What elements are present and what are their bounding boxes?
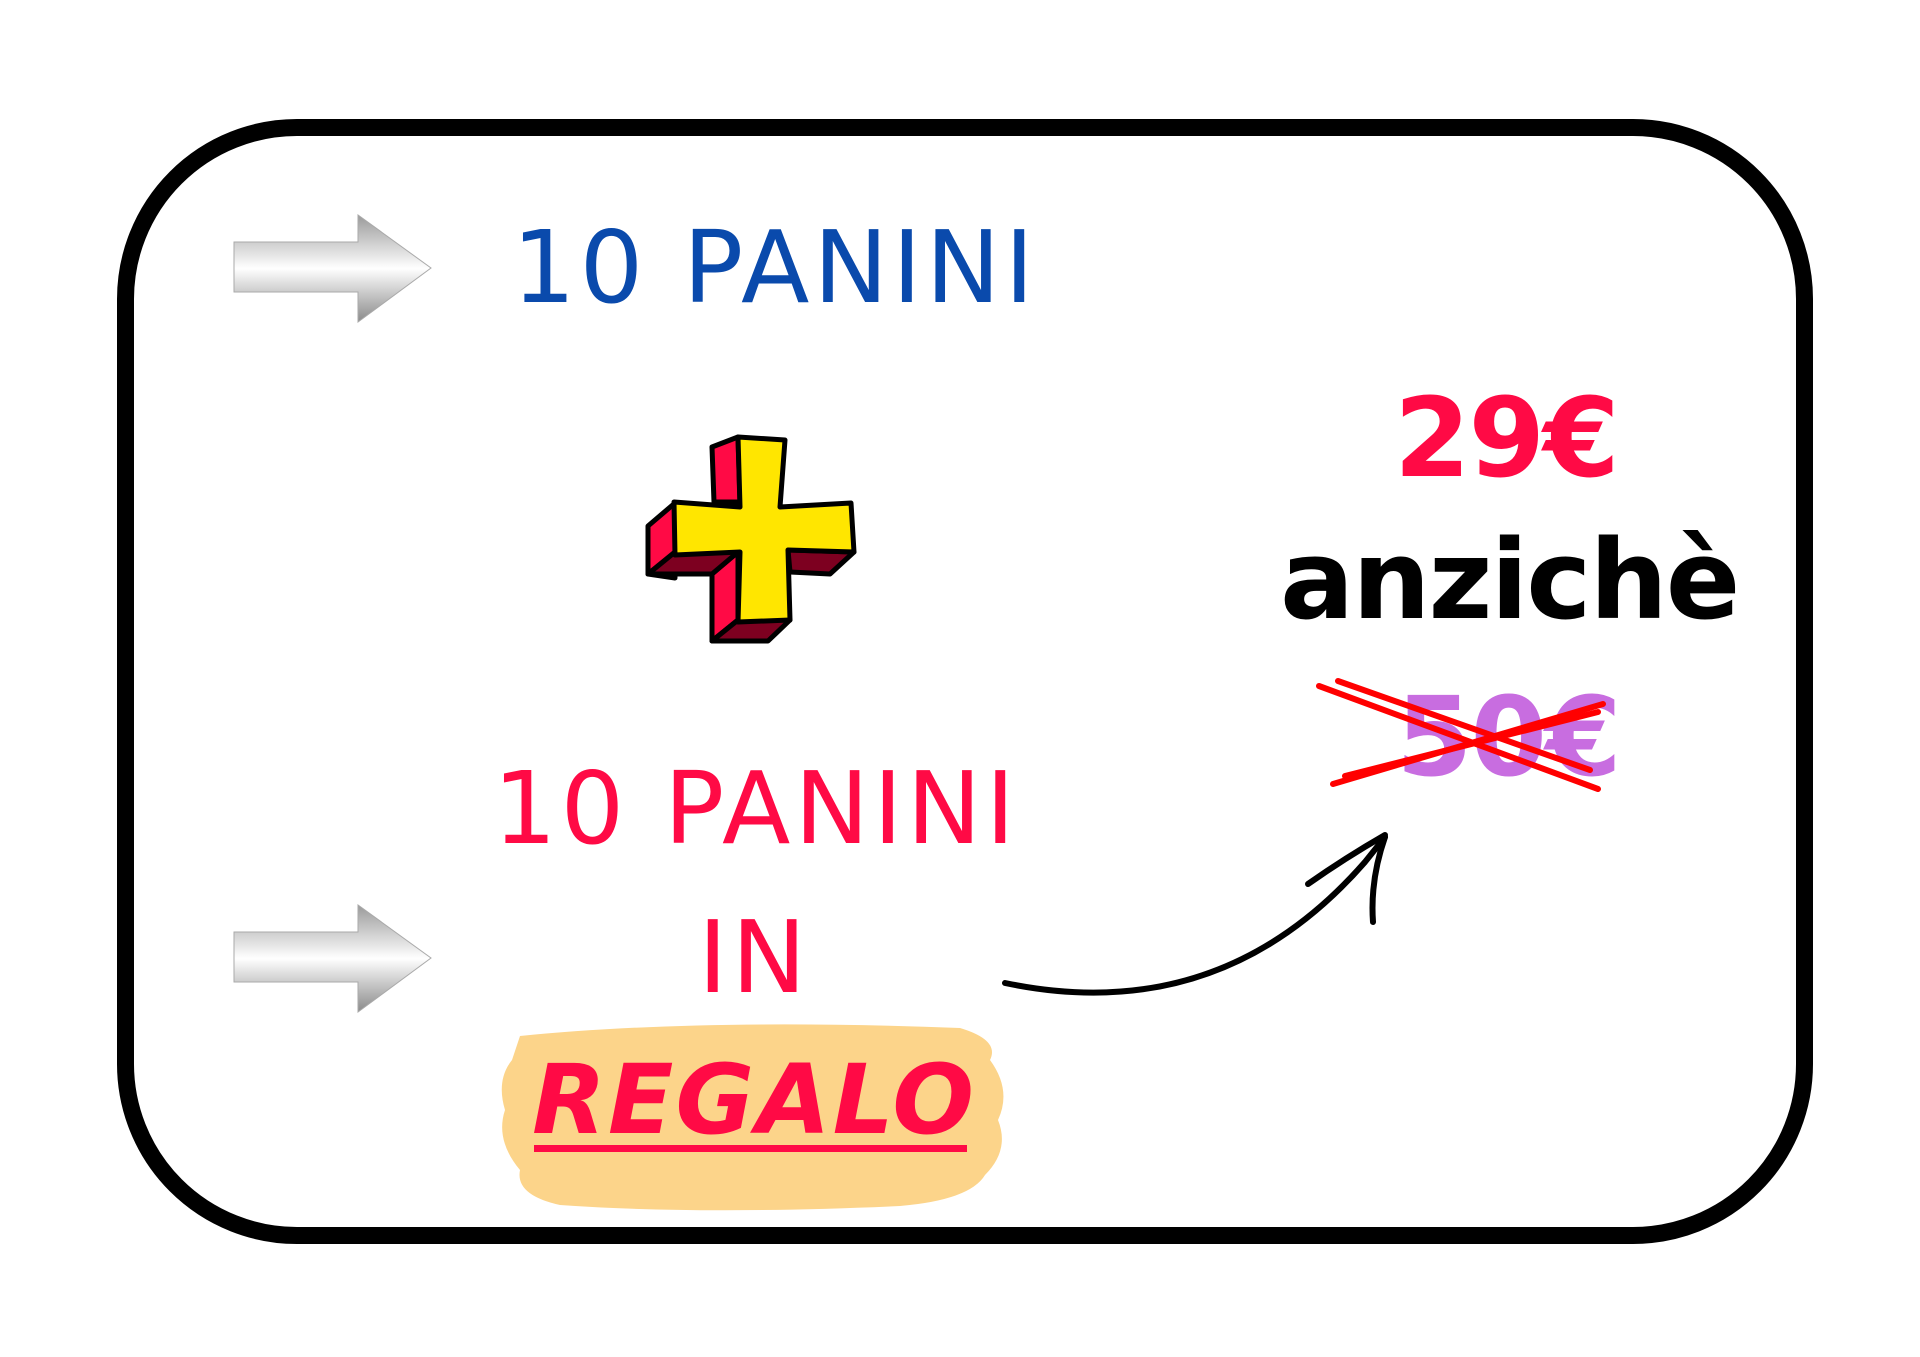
old-price: 50€ <box>1396 673 1622 801</box>
instead-of-label: anzichè <box>1280 516 1740 644</box>
price: 29€ <box>1394 374 1620 502</box>
highlight-brush <box>501 1024 1004 1211</box>
plus-icon <box>645 434 857 644</box>
card-border <box>117 119 1813 1244</box>
offer-line-2: 10 PANINI <box>493 750 1019 867</box>
offer-line-3: IN <box>698 899 811 1016</box>
arrow-right-icon <box>233 214 432 323</box>
offer-line-1: 10 PANINI <box>512 209 1038 326</box>
arrow-right-icon <box>233 904 432 1013</box>
curved-arrow-icon <box>1002 832 1388 996</box>
gift-underline <box>534 1145 967 1152</box>
gift-label: REGALO <box>532 1044 976 1156</box>
